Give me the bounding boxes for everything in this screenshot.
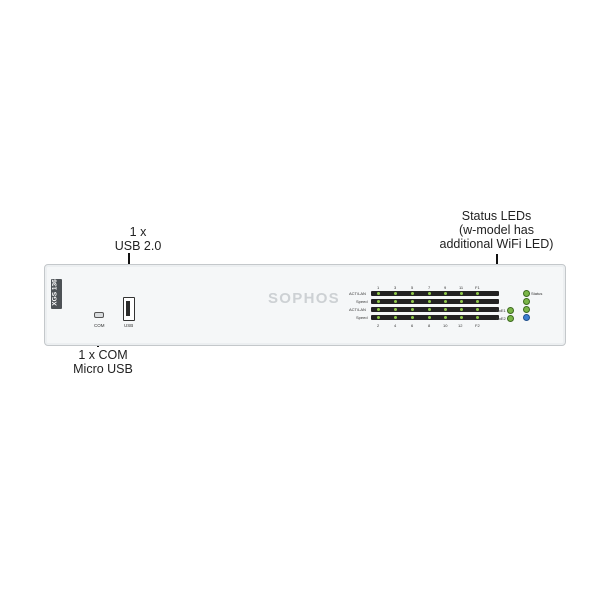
poe1-led	[507, 307, 514, 314]
port-led	[460, 316, 463, 319]
port-led	[411, 308, 414, 311]
led-strip-4	[371, 315, 499, 320]
port-led	[460, 292, 463, 295]
port-number-top-9: 9	[444, 285, 447, 290]
usb-callout-line-2: USB 2.0	[114, 239, 162, 253]
port-number-top-5: 5	[411, 285, 414, 290]
port-number-bottom-8: 8	[428, 323, 431, 328]
com-callout-line-2: Micro USB	[73, 362, 133, 376]
wifi-status-led	[523, 314, 530, 321]
port-led	[377, 300, 380, 303]
port-led	[394, 308, 397, 311]
port-led	[476, 292, 479, 295]
poe1-label: PoE1	[496, 308, 506, 313]
port-number-bottom-10: 10	[443, 323, 448, 328]
row-label-speed-2: Speed	[356, 315, 368, 320]
port-led	[476, 316, 479, 319]
row-label-speed-1: Speed	[356, 299, 368, 304]
status-led-3	[523, 306, 530, 313]
port-led	[444, 300, 447, 303]
port-led	[460, 308, 463, 311]
usb-port	[123, 297, 135, 321]
port-led	[411, 292, 414, 295]
usb-callout: 1 x USB 2.0	[88, 225, 188, 253]
led-strip-3	[371, 307, 499, 312]
usb-callout-line-1: 1 x	[129, 225, 147, 239]
status-callout-line-1: Status LEDs	[461, 209, 532, 223]
model-label: XGS 136	[51, 279, 59, 306]
port-number-bottom-2: 2	[377, 323, 380, 328]
port-led	[460, 300, 463, 303]
port-led	[377, 292, 380, 295]
com-port	[94, 312, 104, 318]
poe2-label: PoE2	[496, 316, 506, 321]
row-label-act-lan-1: ACT/LAN	[349, 291, 366, 296]
status-callout-line-3: additional WiFi LED)	[439, 237, 554, 251]
port-number-bottom-4: 4	[394, 323, 397, 328]
port-number-bottom-f2: F2	[475, 323, 480, 328]
port-number-bottom-6: 6	[411, 323, 414, 328]
port-led	[476, 300, 479, 303]
port-number-top-7: 7	[428, 285, 431, 290]
port-led	[428, 300, 431, 303]
port-led	[411, 316, 414, 319]
row-label-act-lan-2: ACT/LAN	[349, 307, 366, 312]
poe2-led	[507, 315, 514, 322]
brand-logo: SOPHOS	[268, 290, 340, 307]
port-led	[444, 292, 447, 295]
status-led-label: Status	[531, 291, 543, 296]
status-callout-line-2: (w-model has	[458, 223, 535, 237]
port-led	[377, 308, 380, 311]
status-led-2	[523, 298, 530, 305]
port-led	[377, 316, 380, 319]
appliance-front-panel: XGS 136 COM USB SOPHOS 1 3 5 7 9 11 F1 A…	[44, 264, 566, 346]
status-leds-callout: Status LEDs (w-model has additional WiFi…	[424, 209, 569, 251]
led-strip-2	[371, 299, 499, 304]
port-number-top-11: 11	[459, 285, 464, 290]
port-led	[428, 308, 431, 311]
port-number-bottom-12: 12	[458, 323, 463, 328]
com-callout: 1 x COM Micro USB	[58, 348, 148, 376]
port-led	[444, 308, 447, 311]
com-callout-line-1: 1 x COM	[78, 348, 128, 362]
com-port-label: COM	[94, 323, 105, 328]
model-tag: XGS 136	[51, 279, 62, 309]
port-led	[476, 308, 479, 311]
port-led	[394, 316, 397, 319]
port-led	[411, 300, 414, 303]
status-led	[523, 290, 530, 297]
port-led	[428, 292, 431, 295]
port-led	[394, 292, 397, 295]
port-led	[444, 316, 447, 319]
led-strip-1	[371, 291, 499, 296]
port-led	[428, 316, 431, 319]
port-number-top-3: 3	[394, 285, 397, 290]
port-number-top-1: 1	[377, 285, 380, 290]
port-led	[394, 300, 397, 303]
usb-port-label: USB	[124, 323, 134, 328]
port-number-top-f1: F1	[475, 285, 480, 290]
